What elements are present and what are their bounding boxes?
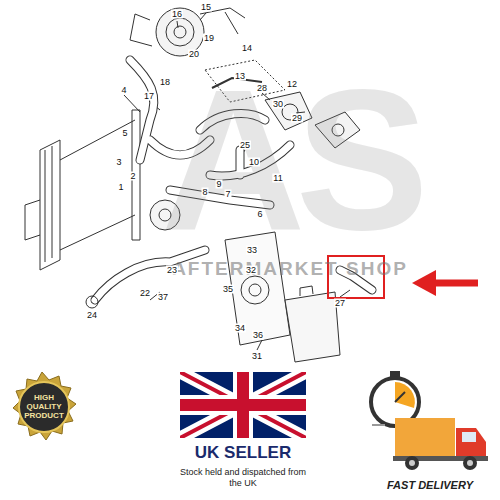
callout-number: 23 [166, 266, 178, 275]
callout-number: 35 [222, 285, 234, 294]
delivery-badge-text: FAST DELIVERY [387, 480, 473, 491]
callout-number: 30 [272, 100, 284, 109]
callout-number: 27 [334, 299, 346, 308]
callout-number: 36 [252, 331, 264, 340]
seller-badge-text: UK SELLER [195, 444, 291, 461]
callout-number: 34 [234, 324, 246, 333]
watermark-logo: AS [161, 60, 419, 260]
quality-badge-text: HIGH QUALITY PRODUCT [21, 393, 67, 421]
callout-number: 31 [251, 352, 263, 361]
callout-number: 20 [188, 50, 200, 59]
callout-number: 7 [224, 190, 231, 199]
callout-number: 14 [241, 44, 253, 53]
callout-number: 18 [159, 78, 171, 87]
watermark-text: AFTERMARKET SHOP [172, 259, 408, 278]
callout-number: 9 [215, 180, 222, 189]
callout-number: 17 [143, 92, 155, 101]
callout-number: 25 [239, 141, 251, 150]
callout-number: 16 [171, 10, 183, 19]
callout-number: 33 [246, 246, 258, 255]
callout-number: 10 [248, 158, 260, 167]
callout-number: 24 [86, 311, 98, 320]
callout-number: 3 [115, 158, 122, 167]
stock-note: Stock held and dispatched from the UK [173, 467, 313, 489]
callout-number: 13 [234, 72, 246, 81]
callout-number: 22 [139, 289, 151, 298]
callout-number: 2 [129, 172, 136, 181]
callout-number: 4 [120, 86, 127, 95]
callout-number: 37 [157, 293, 169, 302]
callout-number: 5 [121, 129, 128, 138]
callout-number: 12 [286, 80, 298, 89]
callout-number: 32 [245, 266, 257, 275]
callout-number: 11 [272, 174, 283, 183]
callout-number: 19 [203, 34, 215, 43]
callout-number: 15 [200, 3, 212, 12]
callout-number: 28 [256, 84, 268, 93]
callout-number: 29 [291, 114, 303, 123]
callout-number: 1 [117, 183, 124, 192]
callout-number: 8 [201, 188, 208, 197]
callout-number: 6 [256, 210, 263, 219]
